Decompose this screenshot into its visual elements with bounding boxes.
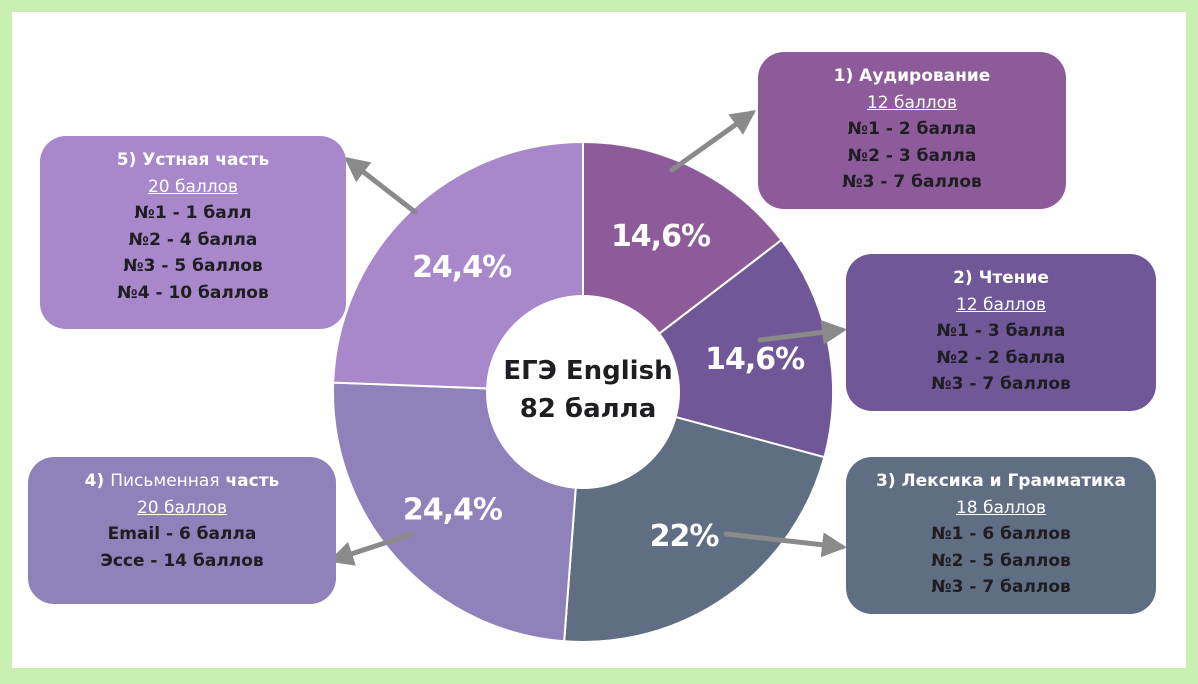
slice-writing-label: 24,4% xyxy=(403,493,503,528)
center-line-1: ЕГЭ English xyxy=(503,356,673,386)
box-row: №3 - 7 баллов xyxy=(842,172,982,192)
slice-speaking-label: 24,4% xyxy=(412,250,512,285)
arrow-speaking xyxy=(344,156,418,215)
box-title: 3) Лексика и Грамматика xyxy=(876,471,1126,491)
box-title-thin: Письменная xyxy=(110,471,220,491)
box-row: №2 - 3 балла xyxy=(847,145,977,166)
slice-grammar-label: 22% xyxy=(650,519,720,554)
box-row: Email - 6 балла xyxy=(107,524,257,544)
box-title: 2) Чтение xyxy=(953,268,1049,288)
box-title: 4) Письменная часть xyxy=(28,468,336,495)
box-row: №2 - 4 балла xyxy=(128,229,258,250)
arrow-grammar xyxy=(723,531,847,558)
box-points: 18 баллов xyxy=(955,497,1047,518)
box-row: №4 - 10 баллов xyxy=(117,282,269,303)
arrow-writing xyxy=(328,531,415,566)
slice-reading-label: 14,6% xyxy=(705,342,805,377)
center-line-2: 82 балла xyxy=(519,394,657,424)
box-row: №1 - 3 балла xyxy=(936,321,1066,341)
section-box-speaking: 5) Устная часть 20 баллов №1 - 1 балл №2… xyxy=(40,136,346,329)
donut-center-title: ЕГЭ English 82 балла xyxy=(498,352,678,428)
box-title: 1) Аудирование xyxy=(833,66,991,86)
slice-listening-label: 14,6% xyxy=(611,219,711,254)
box-row: №3 - 7 баллов xyxy=(931,374,1071,394)
box-row: №1 - 6 баллов xyxy=(931,524,1071,544)
section-box-grammar: 3) Лексика и Грамматика 18 баллов №1 - 6… xyxy=(846,457,1156,614)
section-box-reading: 2) Чтение 12 баллов №1 - 3 балла №2 - 2 … xyxy=(846,254,1156,411)
box-title: 5) Устная часть xyxy=(116,150,270,170)
box-title-prefix: 4) xyxy=(84,471,111,491)
donut-hole xyxy=(486,295,680,489)
box-row: №3 - 7 баллов xyxy=(931,577,1071,597)
box-row: №3 - 5 баллов xyxy=(123,256,263,276)
box-title-suffix: часть xyxy=(219,471,280,491)
section-box-writing: 4) Письменная часть 20 баллов Email - 6 … xyxy=(28,457,336,604)
box-row: Эссе - 14 баллов xyxy=(100,550,264,571)
box-points: 20 баллов xyxy=(147,176,239,197)
box-row: №1 - 1 балл xyxy=(134,203,252,223)
box-points: 20 баллов xyxy=(136,497,228,518)
section-box-listening: 1) Аудирование 12 баллов №1 - 2 балла №2… xyxy=(758,52,1066,209)
arrow-reading xyxy=(757,320,847,345)
box-row: №1 - 2 балла xyxy=(847,119,977,139)
box-row: №2 - 5 баллов xyxy=(931,550,1071,571)
box-points: 12 баллов xyxy=(955,294,1047,315)
box-row: №2 - 2 балла xyxy=(936,347,1066,368)
arrow-audio xyxy=(669,110,757,173)
box-points: 12 баллов xyxy=(866,92,958,113)
